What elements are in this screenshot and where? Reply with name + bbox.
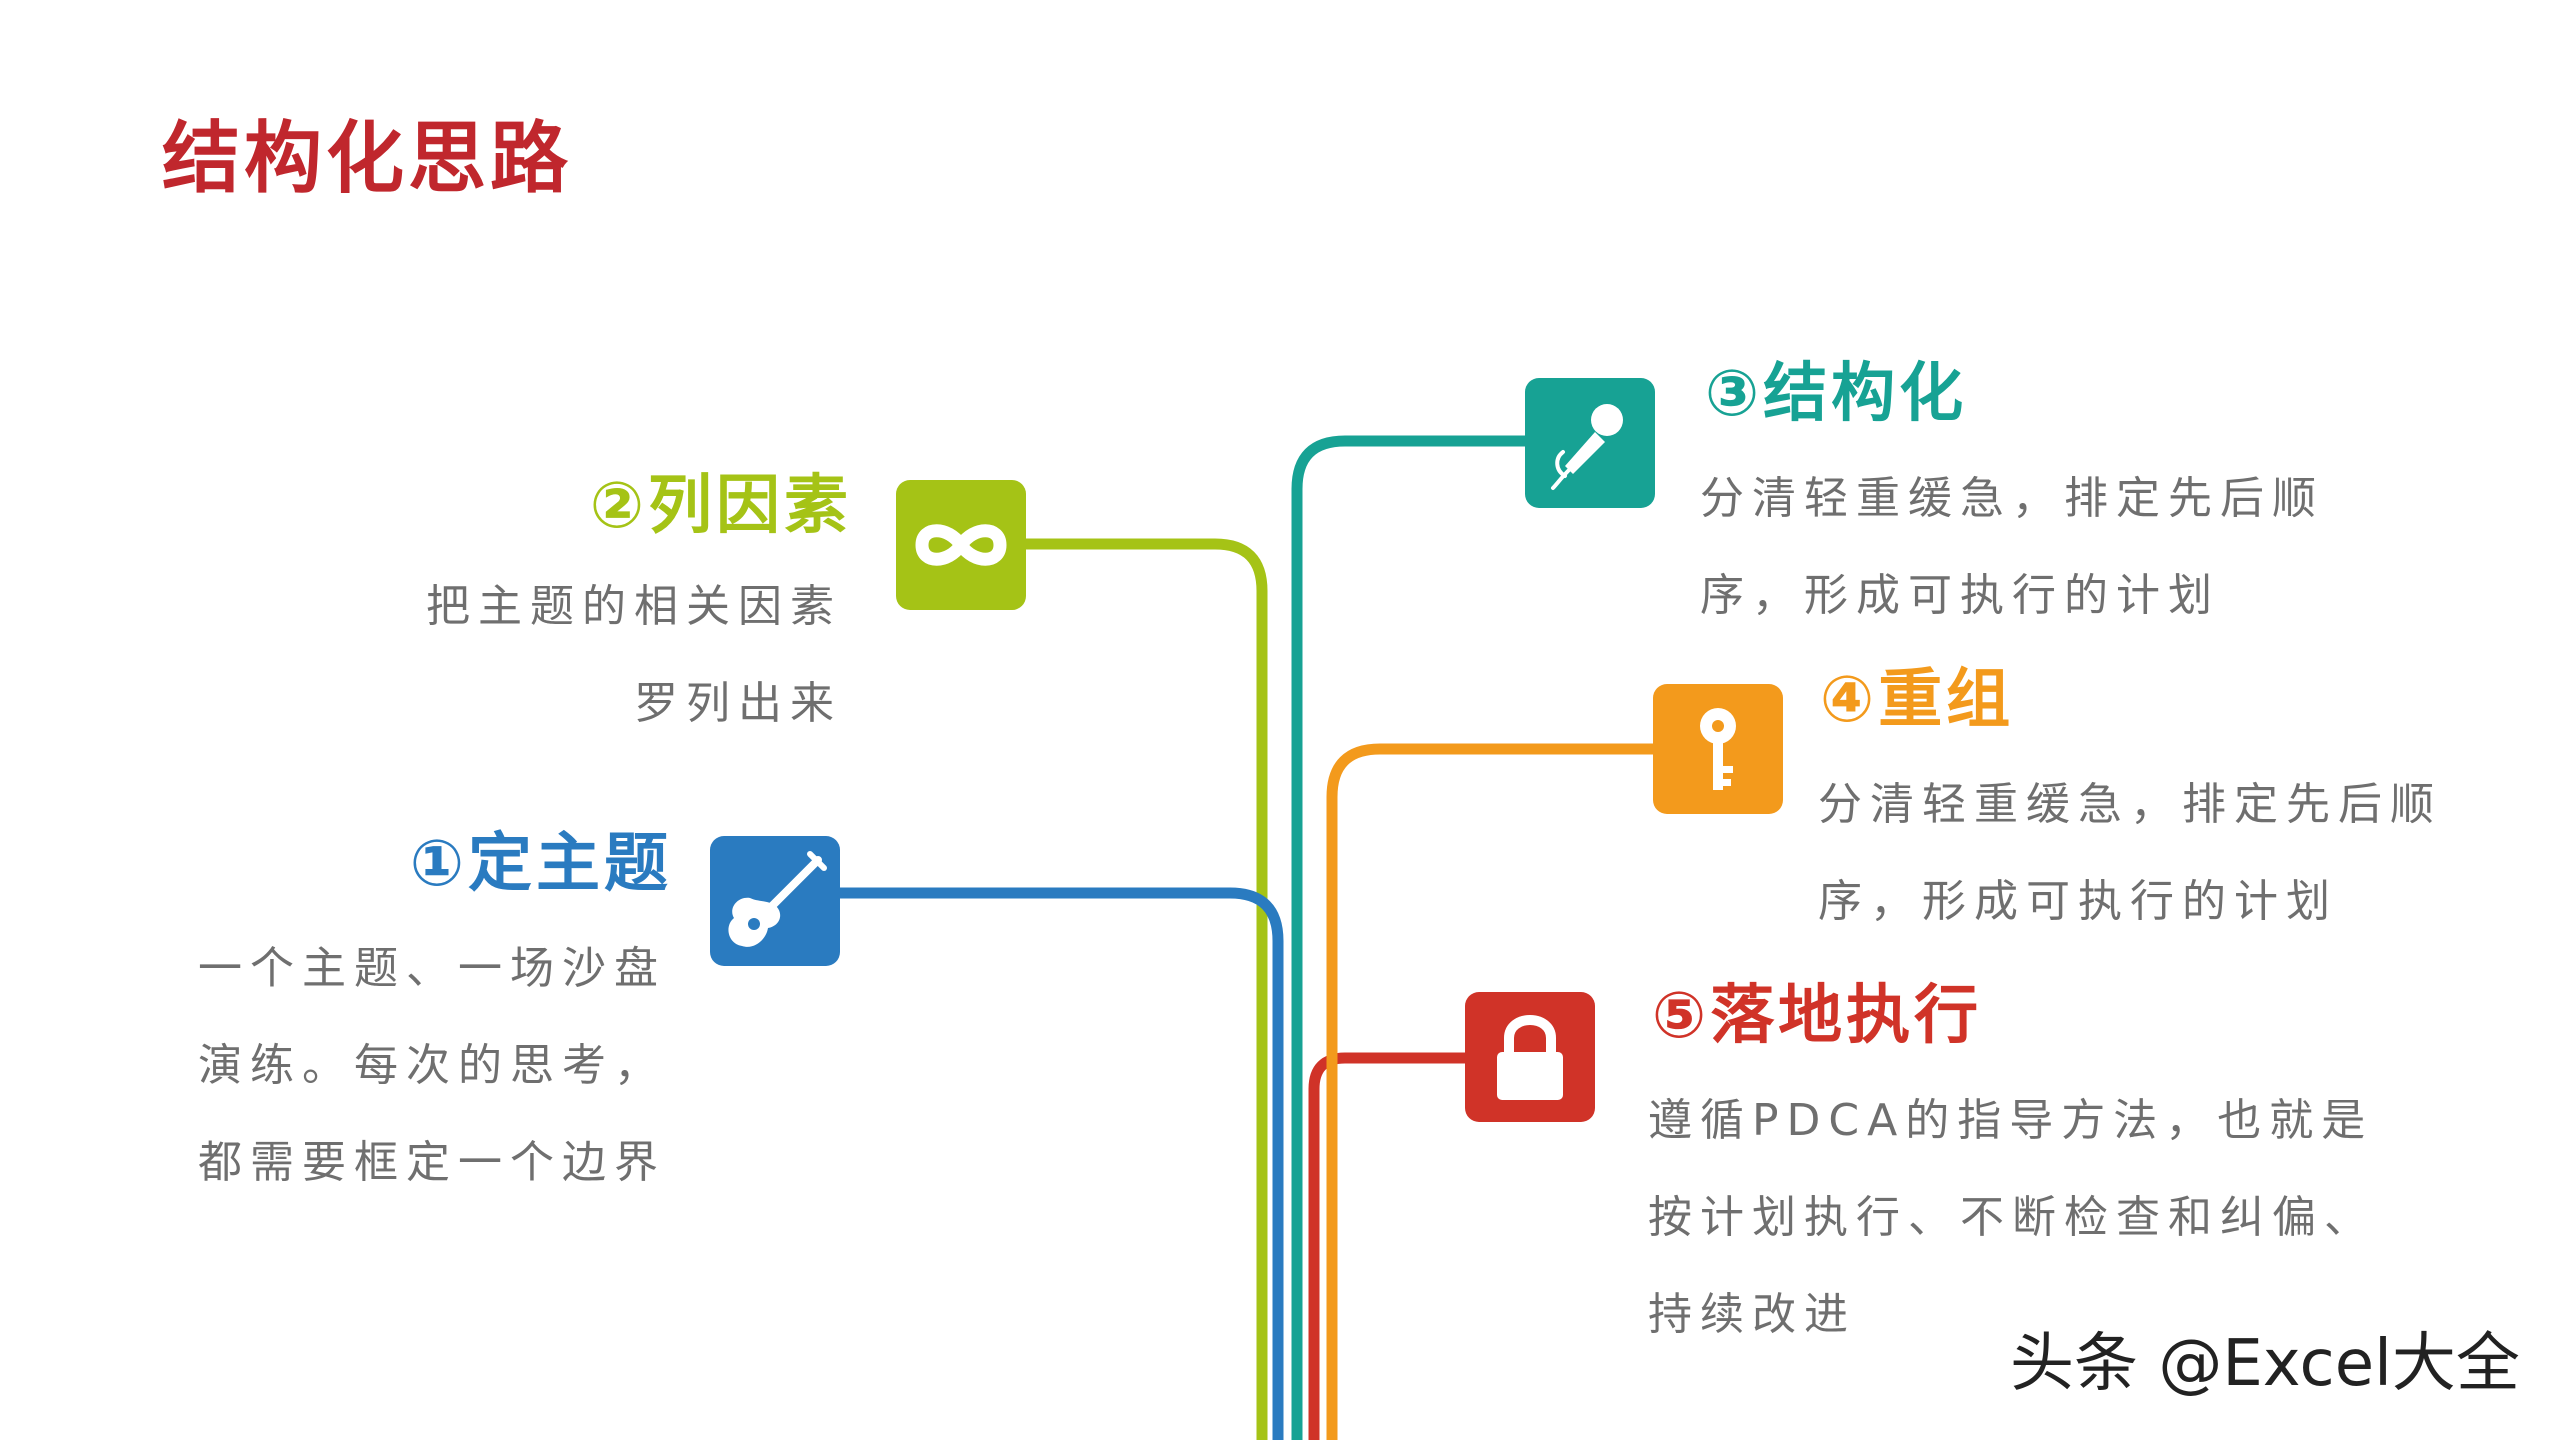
- step-5-heading: ⑤落地执行: [1652, 979, 1983, 1053]
- step-3-line-1: 分清轻重缓急，排定先后顺: [1700, 473, 2324, 524]
- connector-line-5: [1308, 1052, 1476, 1440]
- key-icon: [1700, 708, 1736, 790]
- step-4-line-2: 序，形成可执行的计划: [1818, 876, 2338, 927]
- step-5-icon-box: [1465, 992, 1595, 1122]
- step-5-description: 遵循PDCA的指导方法，也就是 按计划执行、不断检查和纠偏、 持续改进: [1648, 1072, 2376, 1363]
- step-4-icon-box: [1653, 684, 1783, 814]
- step-1-description: 一个主题、一场沙盘 演练。每次的思考， 都需要框定一个边界: [198, 920, 666, 1211]
- step-3-icon-box: [1525, 378, 1655, 508]
- step-3-description: 分清轻重缓急，排定先后顺 序，形成可执行的计划: [1700, 450, 2324, 644]
- step-4-description: 分清轻重缓急，排定先后顺 序，形成可执行的计划: [1818, 756, 2442, 950]
- step-1-line-3: 都需要框定一个边界: [198, 1137, 666, 1188]
- step-2-description: 把主题的相关因素 罗列出来: [426, 558, 842, 752]
- connector-line-3: [1291, 435, 1536, 1440]
- guitar-icon: [728, 851, 827, 947]
- microphone-icon: [1551, 404, 1623, 490]
- connector-line-2: [1014, 538, 1268, 1440]
- connector-line-4: [1326, 743, 1661, 1440]
- step-1-icon-box: [710, 836, 840, 966]
- step-2-line-1: 把主题的相关因素: [426, 581, 842, 632]
- infinity-icon: [915, 524, 1007, 566]
- step-5-line-1: 遵循PDCA的指导方法，也就是: [1648, 1095, 2374, 1146]
- watermark: 头条 @Excel大全: [2010, 1327, 2520, 1401]
- step-4-heading: ④重组: [1820, 663, 2015, 737]
- page-title: 结构化思路: [162, 114, 573, 204]
- step-2-line-2: 罗列出来: [634, 678, 842, 729]
- step-1-line-2: 演练。每次的思考，: [198, 1040, 666, 1091]
- step-2-heading: ②列因素: [589, 469, 852, 543]
- step-3-heading: ③结构化: [1705, 357, 1968, 431]
- step-1-line-1: 一个主题、一场沙盘: [198, 943, 666, 994]
- step-4-line-1: 分清轻重缓急，排定先后顺: [1818, 779, 2442, 830]
- lock-icon: [1497, 1015, 1563, 1100]
- step-5-line-2: 按计划执行、不断检查和纠偏、: [1648, 1192, 2376, 1243]
- step-3-line-2: 序，形成可执行的计划: [1700, 570, 2220, 621]
- connector-line-1: [829, 887, 1284, 1440]
- step-2-icon-box: [896, 480, 1026, 610]
- step-1-heading: ①定主题: [409, 827, 672, 901]
- step-5-line-3: 持续改进: [1648, 1289, 1856, 1340]
